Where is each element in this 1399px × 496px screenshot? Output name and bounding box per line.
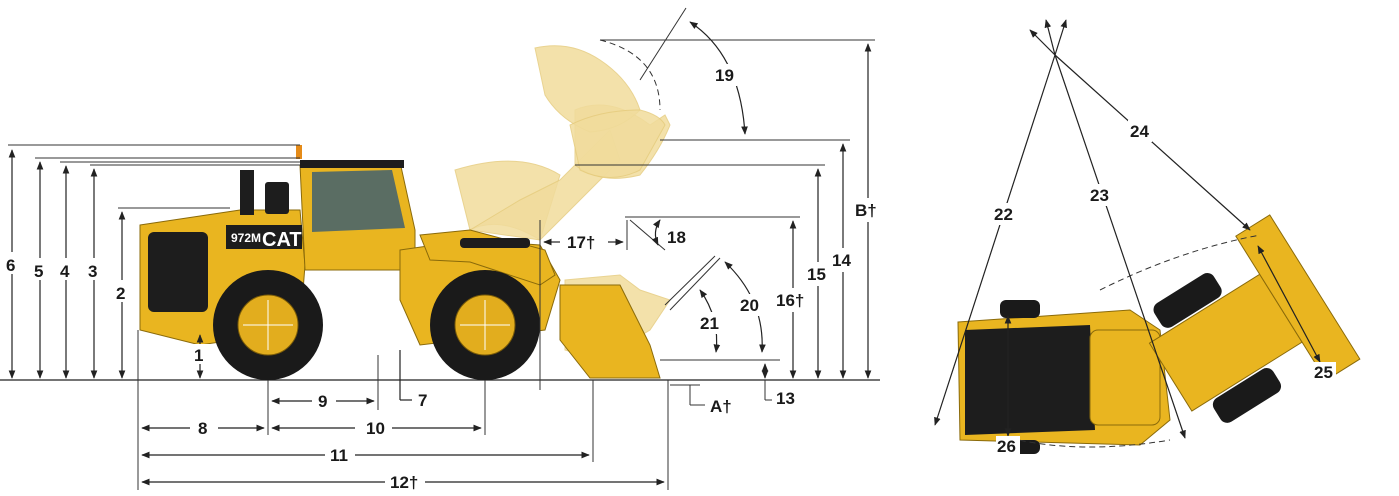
- dim-label-25: 25: [1314, 363, 1333, 382]
- dim-label-22: 22: [994, 205, 1013, 224]
- dim-label-3: 3: [88, 262, 97, 281]
- dim-label-13: 13: [776, 389, 795, 408]
- dim-label-12: 12†: [390, 473, 418, 491]
- dim-label-6: 6: [6, 256, 15, 275]
- dim-label-A: A†: [710, 397, 732, 416]
- cab-roof: [300, 160, 404, 168]
- dim-label-14: 14: [832, 251, 851, 270]
- dim-label-17: 17†: [567, 233, 595, 252]
- model-badge: 972M: [231, 231, 261, 245]
- length-dimensions: [137, 330, 669, 490]
- dim-label-11: 11: [330, 446, 348, 465]
- dim-label-15: 15: [807, 265, 826, 284]
- dim-label-21: 21: [700, 314, 719, 333]
- dim-label-18: 18: [667, 228, 686, 247]
- rear-grille: [148, 232, 208, 312]
- dim-label-7: 7: [418, 391, 427, 410]
- dim-label-19: 19: [715, 66, 734, 85]
- radius-23: [1054, 54, 1186, 439]
- exhaust-stack: [240, 170, 254, 215]
- bucket: [559, 284, 661, 379]
- turn-arc-outer: [1099, 234, 1261, 291]
- dim-label-1: 1: [194, 346, 203, 365]
- dim-label-16: 16†: [776, 291, 804, 310]
- raised-bucket-ghost: [454, 45, 671, 241]
- badge-plate: [226, 225, 302, 249]
- radius-24: [1054, 54, 1251, 231]
- dim-label-B: B†: [855, 201, 877, 220]
- dim-label-5: 5: [34, 262, 43, 281]
- dim-label-9: 9: [318, 392, 327, 411]
- dim-label-2: 2: [116, 284, 125, 303]
- top-view: 22 23 24 25 26: [934, 19, 1361, 456]
- brand-badge: CAT: [262, 229, 302, 251]
- dim-label-23: 23: [1090, 186, 1109, 205]
- dim-label-26: 26: [997, 437, 1016, 456]
- dim-label-4: 4: [60, 262, 70, 281]
- side-view: 972M CAT: [0, 7, 883, 492]
- cab-window: [312, 170, 405, 232]
- dim-label-24: 24: [1130, 122, 1149, 141]
- beacon-light: [296, 145, 302, 159]
- rear-tire-top-left: [1000, 300, 1040, 318]
- air-intake: [265, 182, 289, 214]
- tilt-cylinder: [460, 238, 530, 248]
- dim-label-10: 10: [366, 419, 385, 438]
- engine-hood-top: [965, 325, 1095, 435]
- cab-top: [1089, 329, 1161, 426]
- dim-label-8: 8: [198, 419, 207, 438]
- wheel-loader-side: 972M CAT: [139, 145, 661, 380]
- radius-22: [934, 54, 1056, 426]
- turn-arc-inner: [1009, 437, 1171, 448]
- dim-label-20: 20: [740, 296, 759, 315]
